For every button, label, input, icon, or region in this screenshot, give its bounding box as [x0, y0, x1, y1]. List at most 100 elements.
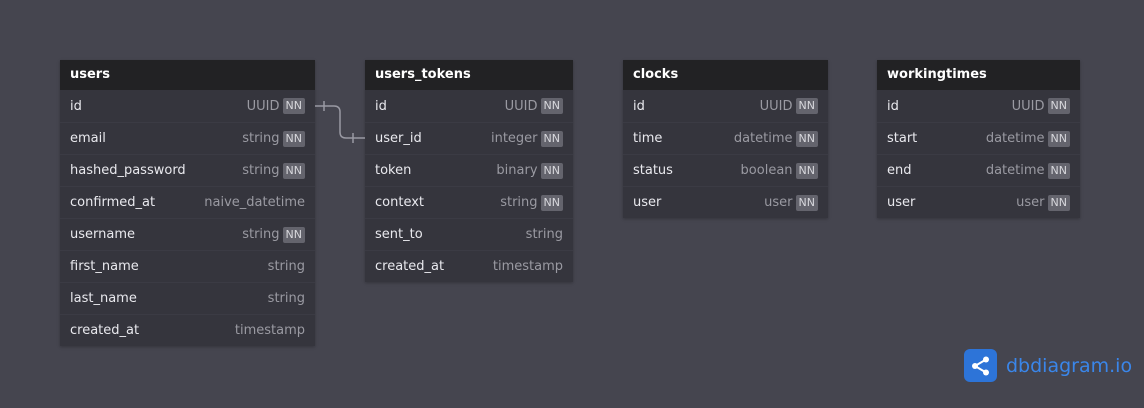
- field-type: string: [267, 291, 305, 306]
- field-type-group: string: [268, 291, 305, 306]
- not-null-badge: NN: [540, 162, 563, 179]
- field-type: string: [242, 163, 280, 178]
- field-type-group: timestamp: [493, 259, 563, 274]
- table-header[interactable]: users_tokens: [365, 60, 573, 90]
- not-null-badge: NN: [540, 98, 563, 114]
- field-name: email: [70, 131, 106, 146]
- field-name: created_at: [70, 323, 140, 338]
- field-row[interactable]: last_name string: [60, 282, 315, 314]
- field-type: string: [242, 131, 280, 146]
- field-name: created_at: [375, 259, 445, 274]
- field-type: UUID: [759, 98, 793, 114]
- field-row[interactable]: first_name string: [60, 250, 315, 282]
- table-header[interactable]: workingtimes: [877, 60, 1080, 90]
- not-null-badge: NN: [795, 194, 818, 211]
- dbdiagram-logo[interactable]: dbdiagram.io: [964, 349, 1132, 382]
- not-null-badge: NN: [795, 98, 818, 114]
- field-name: start: [887, 131, 918, 146]
- table-header[interactable]: clocks: [623, 60, 828, 90]
- brand-main-text: dbdiagram: [1006, 354, 1110, 377]
- not-null-badge: NN: [540, 194, 563, 211]
- field-type-group: naive_datetime: [204, 195, 305, 210]
- not-null-badge: NN: [1047, 162, 1070, 179]
- field-type: UUID: [504, 98, 538, 114]
- field-name: id: [887, 98, 899, 114]
- field-type: naive_datetime: [204, 195, 305, 210]
- not-null-badge: NN: [540, 130, 563, 147]
- field-type: UUID: [246, 98, 280, 114]
- field-type: string: [242, 227, 280, 242]
- field-name: status: [633, 163, 673, 178]
- field-row[interactable]: created_at timestamp: [60, 314, 315, 346]
- field-name: first_name: [70, 259, 139, 274]
- field-type: timestamp: [234, 323, 305, 338]
- field-type: timestamp: [492, 259, 563, 274]
- field-name: id: [70, 98, 82, 114]
- field-name: last_name: [70, 291, 137, 306]
- share-icon: [964, 349, 997, 382]
- field-type: binary: [496, 163, 538, 178]
- field-row[interactable]: created_at timestamp: [365, 250, 573, 282]
- not-null-badge: NN: [282, 98, 305, 114]
- field-type: UUID: [1011, 98, 1045, 114]
- field-name: user_id: [375, 131, 422, 146]
- field-type: user: [764, 195, 793, 210]
- field-type-group: string: [526, 227, 563, 242]
- field-type: datetime: [985, 131, 1045, 146]
- field-name: user: [887, 195, 916, 210]
- field-type: string: [525, 227, 563, 242]
- field-name: time: [633, 131, 663, 146]
- field-type: string: [267, 259, 305, 274]
- not-null-badge: NN: [282, 130, 305, 147]
- not-null-badge: NN: [795, 130, 818, 147]
- field-name: user: [633, 195, 662, 210]
- field-type: datetime: [985, 163, 1045, 178]
- field-name: id: [633, 98, 645, 114]
- relationship-users-id-to-users-tokens-user-id[interactable]: [315, 105, 365, 139]
- field-name: id: [375, 98, 387, 114]
- table-header[interactable]: users: [60, 60, 315, 90]
- brand-name: dbdiagram.io: [1006, 355, 1132, 377]
- not-null-badge: NN: [1047, 130, 1070, 147]
- field-name: token: [375, 163, 412, 178]
- field-type: string: [500, 195, 538, 210]
- not-null-badge: NN: [1047, 98, 1070, 114]
